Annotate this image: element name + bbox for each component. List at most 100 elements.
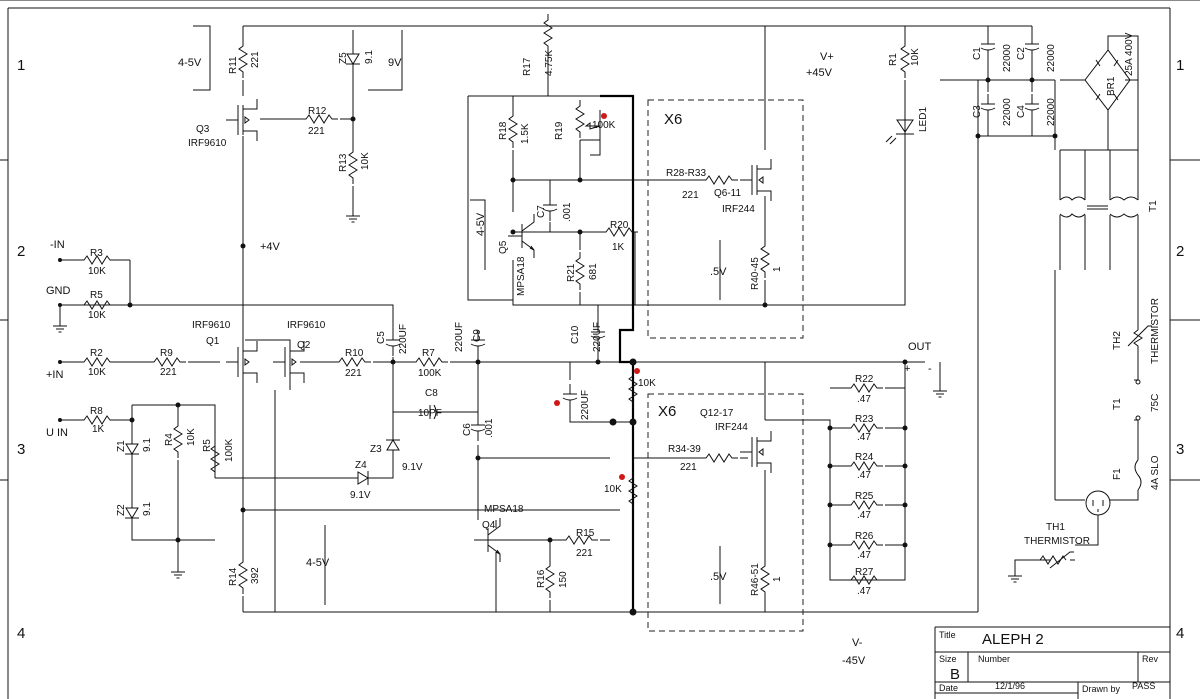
r40-45-value: 1 bbox=[772, 266, 783, 272]
r28-r33-value: 221 bbox=[682, 190, 699, 201]
r1-value: 10K bbox=[910, 48, 921, 66]
r34-39-value: 221 bbox=[680, 462, 697, 473]
th1-ref: TH1 bbox=[1046, 522, 1065, 533]
r25-value: .47 bbox=[857, 510, 871, 521]
br1-value: 25A 400V bbox=[1124, 32, 1135, 76]
z4-ref: Z4 bbox=[355, 460, 367, 471]
r21-value: 681 bbox=[588, 263, 599, 280]
z5-value: 9.1 bbox=[364, 50, 375, 64]
r11-value: 221 bbox=[250, 51, 261, 68]
r15-ref: R15 bbox=[576, 528, 595, 539]
protection-parts bbox=[1039, 325, 1152, 569]
f1-ref: F1 bbox=[1112, 468, 1123, 480]
row-label-2-right: 2 bbox=[1176, 243, 1184, 260]
r8-value: 1K bbox=[92, 424, 105, 435]
r5b-ref: R5 bbox=[202, 439, 213, 452]
vminus-value: -45V bbox=[842, 655, 866, 667]
r46-51-value: 1 bbox=[772, 576, 783, 582]
r23-value: .47 bbox=[857, 432, 871, 443]
r21-ref: R21 bbox=[566, 263, 577, 282]
plus4v-label: +4V bbox=[260, 241, 281, 253]
c5-ref: C5 bbox=[376, 331, 387, 344]
z3-value: 9.1V bbox=[402, 462, 423, 473]
row-label-1: 1 bbox=[17, 57, 25, 74]
minus-in-label: -IN bbox=[50, 239, 65, 251]
q12-17-ref: Q12-17 bbox=[700, 408, 734, 419]
title-block: Title ALEPH 2 Size B Number Rev Date 12/… bbox=[934, 626, 1170, 699]
component-labels: R11 221 R12 221 R13 10K Z5 9.1 Q3 IRF961… bbox=[88, 32, 1161, 597]
ground-symbols bbox=[52, 209, 1023, 583]
size-label: Size bbox=[939, 654, 957, 664]
r40-45-ref: R40-45 bbox=[750, 257, 761, 290]
row-label-3: 3 bbox=[17, 441, 25, 458]
u-in-label: U IN bbox=[46, 427, 68, 439]
q1-value: IRF9610 bbox=[192, 320, 231, 331]
r10-ref: R10 bbox=[345, 348, 364, 359]
t1-switch-ref: T1 bbox=[1112, 398, 1123, 410]
r20-ref: R20 bbox=[610, 220, 629, 231]
r20-value: 1K bbox=[612, 242, 625, 253]
r3-ref: R3 bbox=[90, 248, 103, 259]
row-label-4-right: 4 bbox=[1176, 625, 1184, 642]
note-half-volt-a: .5V bbox=[710, 266, 727, 278]
r9-ref: R9 bbox=[160, 348, 173, 359]
note-labels: 4-5V 9V 4-5V .5V .5V X6 X6 4-5V bbox=[178, 57, 727, 583]
r16-ref: R16 bbox=[536, 569, 547, 588]
r17-value: 4.75K bbox=[544, 50, 555, 76]
r26-ref: R26 bbox=[855, 531, 874, 542]
f1-value: 4A SLO bbox=[1150, 455, 1161, 490]
out-label: OUT bbox=[908, 341, 932, 353]
x6-lower: X6 bbox=[658, 403, 676, 420]
q3-value: IRF9610 bbox=[188, 138, 227, 149]
r5b-value: 100K bbox=[224, 438, 235, 462]
r7-value: 100K bbox=[418, 368, 442, 379]
r2-value: 10K bbox=[88, 367, 106, 378]
input-labels: -IN GND +IN U IN bbox=[46, 239, 71, 439]
r3-value: 10K bbox=[88, 266, 106, 277]
th2-value: THERMISTOR bbox=[1150, 298, 1161, 364]
transformer-coils bbox=[1059, 196, 1139, 218]
z1-value: 9.1 bbox=[142, 438, 153, 452]
r19-potentiometer bbox=[575, 99, 601, 139]
highlighted-wire bbox=[600, 94, 635, 612]
led1-ref: LED1 bbox=[918, 107, 929, 132]
q2-ref: Q2 bbox=[297, 340, 311, 351]
z4-value: 9.1V bbox=[350, 490, 371, 501]
bridge-rectifier bbox=[1084, 49, 1131, 111]
row-label-3-right: 3 bbox=[1176, 441, 1184, 458]
r24-value: .47 bbox=[857, 470, 871, 481]
led1-diode bbox=[885, 110, 914, 145]
r22-value: .47 bbox=[857, 394, 871, 405]
r12-value: 221 bbox=[308, 126, 325, 137]
vminus-label: V- bbox=[852, 637, 863, 649]
q4-ref: Q4 bbox=[482, 520, 496, 531]
drawn-by-value: PASS bbox=[1132, 681, 1155, 691]
r5-ref: R5 bbox=[90, 290, 103, 301]
r15-value: 221 bbox=[576, 548, 593, 559]
r34-39-ref: R34-39 bbox=[668, 444, 701, 455]
junction-dots bbox=[58, 77, 1058, 616]
vplus-label: V+ bbox=[820, 51, 834, 63]
r4-ref: R4 bbox=[164, 433, 175, 446]
r26-value: .47 bbox=[857, 550, 871, 561]
r7-ref: R7 bbox=[422, 348, 435, 359]
r10-value: 221 bbox=[345, 368, 362, 379]
upper-output-block bbox=[647, 99, 804, 339]
r16-value: 150 bbox=[558, 571, 569, 588]
capacitors bbox=[385, 33, 1040, 442]
zener-diodes bbox=[124, 45, 400, 527]
c8-value: 10PF bbox=[418, 408, 442, 419]
c10-value: 220UF bbox=[592, 322, 603, 352]
r27-value: .47 bbox=[857, 586, 871, 597]
q2-value: IRF9610 bbox=[287, 320, 326, 331]
z2-ref: Z2 bbox=[116, 504, 127, 516]
z1-ref: Z1 bbox=[116, 440, 127, 452]
r27-ref: R27 bbox=[855, 567, 874, 578]
r13-ref: R13 bbox=[338, 153, 349, 172]
r1-ref: R1 bbox=[888, 53, 899, 66]
r28-r33-ref: R28-R33 bbox=[666, 168, 706, 179]
c9-value: 220UF bbox=[454, 322, 465, 352]
c7-ref: C7 bbox=[536, 205, 547, 218]
r23-ref: R23 bbox=[855, 414, 874, 425]
